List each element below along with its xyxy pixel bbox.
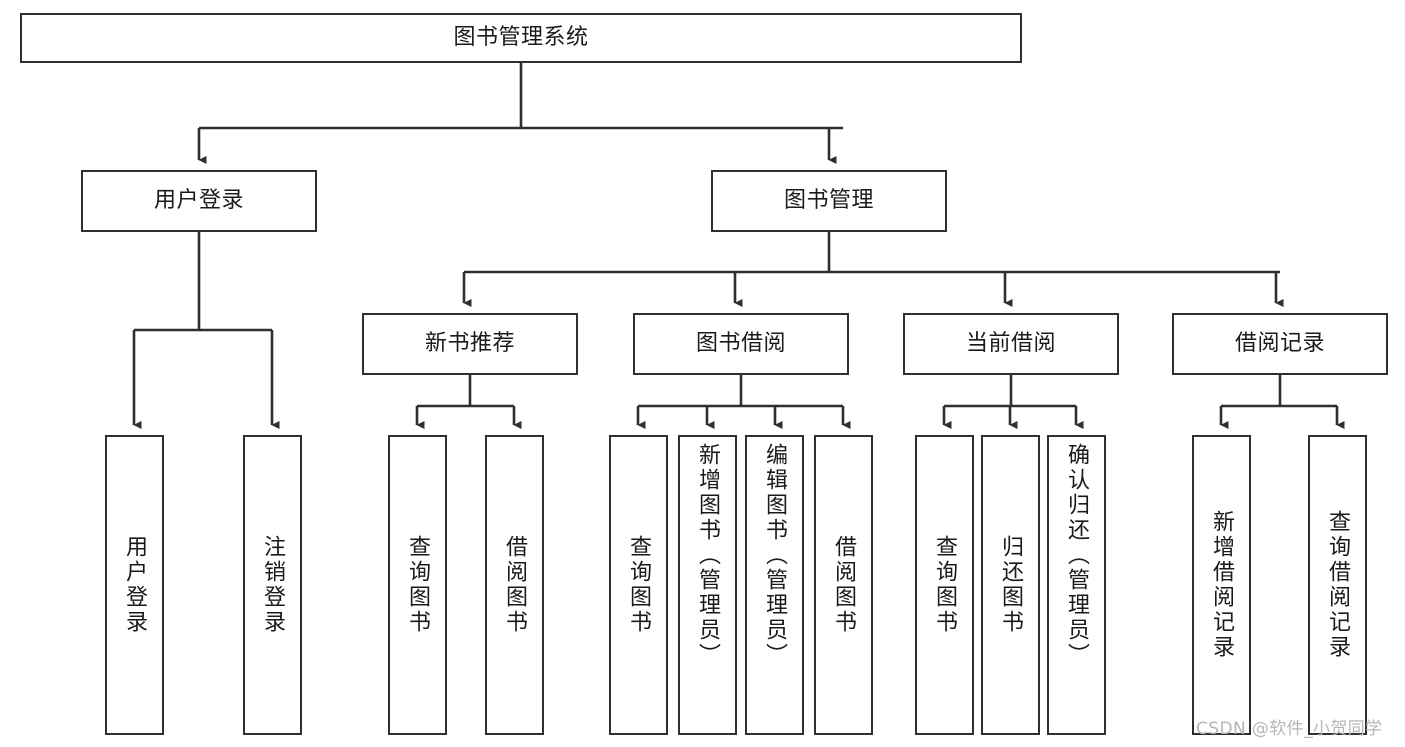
node-leaf-query-borrow-record-label: 查询借阅记录: [1325, 510, 1351, 660]
node-current-borrow[interactable]: 当前借阅: [903, 313, 1119, 375]
node-leaf-query-book-current-label: 查询图书: [932, 535, 958, 635]
node-root-label: 图书管理系统: [453, 24, 589, 50]
node-leaf-add-book-admin-label: 新增图书（管理员）: [695, 443, 721, 668]
node-leaf-query-book-borrow[interactable]: 查询图书: [609, 435, 668, 735]
node-leaf-borrow-book-recommend[interactable]: 借阅图书: [485, 435, 544, 735]
node-leaf-edit-book-admin[interactable]: 编辑图书（管理员）: [745, 435, 804, 735]
node-new-book-recommend-label: 新书推荐: [424, 330, 515, 356]
node-borrow-record-label: 借阅记录: [1234, 330, 1325, 356]
node-leaf-logout-label: 注销登录: [260, 535, 286, 635]
node-leaf-edit-book-admin-label: 编辑图书（管理员）: [762, 443, 788, 668]
node-user-login-label: 用户登录: [153, 187, 244, 213]
node-book-manage-label: 图书管理: [783, 187, 874, 213]
node-leaf-logout[interactable]: 注销登录: [243, 435, 302, 735]
node-borrow-record[interactable]: 借阅记录: [1172, 313, 1388, 375]
node-root[interactable]: 图书管理系统: [20, 13, 1022, 63]
node-leaf-add-borrow-record-label: 新增借阅记录: [1209, 510, 1235, 660]
node-leaf-query-book-recommend[interactable]: 查询图书: [388, 435, 447, 735]
node-leaf-query-book-borrow-label: 查询图书: [626, 535, 652, 635]
node-leaf-borrow-book-borrow-label: 借阅图书: [831, 535, 857, 635]
node-leaf-confirm-return-admin[interactable]: 确认归还（管理员）: [1047, 435, 1106, 735]
node-leaf-query-book-current[interactable]: 查询图书: [915, 435, 974, 735]
node-book-manage[interactable]: 图书管理: [711, 170, 947, 232]
node-book-borrow[interactable]: 图书借阅: [633, 313, 849, 375]
node-leaf-borrow-book-borrow[interactable]: 借阅图书: [814, 435, 873, 735]
node-leaf-return-book[interactable]: 归还图书: [981, 435, 1040, 735]
node-new-book-recommend[interactable]: 新书推荐: [362, 313, 578, 375]
watermark: CSDN @软件_小贺同学: [1196, 719, 1383, 739]
node-leaf-add-borrow-record[interactable]: 新增借阅记录: [1192, 435, 1251, 735]
node-leaf-user-login-label: 用户登录: [122, 535, 148, 635]
node-book-borrow-label: 图书借阅: [695, 330, 786, 356]
node-leaf-borrow-book-recommend-label: 借阅图书: [502, 535, 528, 635]
node-leaf-user-login[interactable]: 用户登录: [105, 435, 164, 735]
node-leaf-query-book-recommend-label: 查询图书: [405, 535, 431, 635]
node-user-login[interactable]: 用户登录: [81, 170, 317, 232]
node-leaf-return-book-label: 归还图书: [998, 535, 1024, 635]
node-current-borrow-label: 当前借阅: [965, 330, 1056, 356]
node-leaf-add-book-admin[interactable]: 新增图书（管理员）: [678, 435, 737, 735]
node-leaf-query-borrow-record[interactable]: 查询借阅记录: [1308, 435, 1367, 735]
node-leaf-confirm-return-admin-label: 确认归还（管理员）: [1064, 443, 1090, 668]
